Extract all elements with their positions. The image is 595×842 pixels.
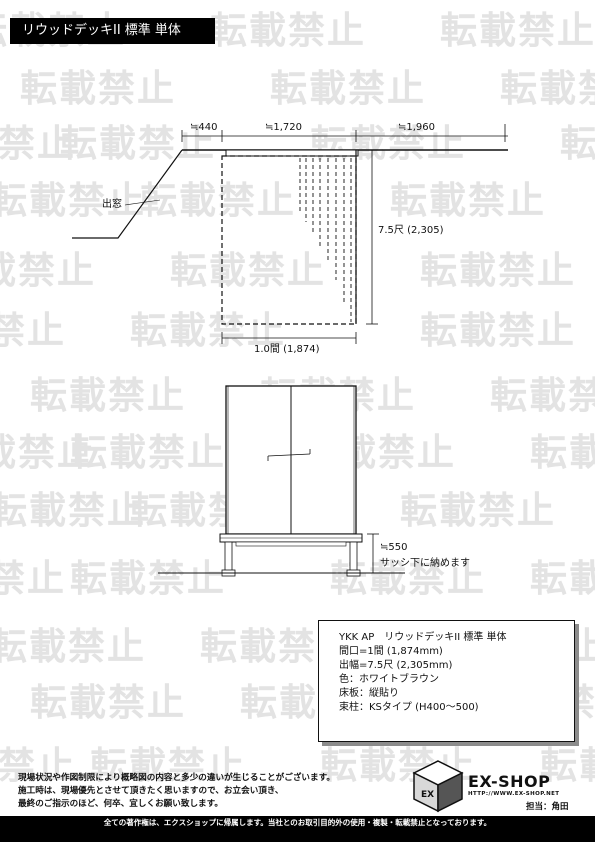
cube-letters: EX — [421, 790, 434, 800]
deck-post — [224, 541, 233, 573]
sash-rail — [225, 149, 359, 157]
spec-floorboard: 床板：縦貼り — [339, 688, 399, 699]
dimension-left: ≒440 — [190, 122, 217, 133]
spec-product: YKK AP リウッドデッキII 標準 単体 — [339, 632, 507, 643]
disclaimer: 現場状況や作図制限により概略図の内容と多少の違いが生じることがございます。 施工… — [18, 772, 408, 811]
bay-window-label: 出窓 — [102, 197, 122, 210]
bay-window-outline — [72, 149, 183, 239]
sash-note: サッシ下に納めます — [380, 556, 470, 569]
brand-name: EX-SHOP — [468, 772, 551, 791]
sliding-arrow-icon — [267, 453, 311, 457]
dimension-right: ≒1,960 — [398, 122, 435, 133]
plan-view: ≒440 ≒1,720 ≒1,960 出窓 7.5尺 (2,305 — [72, 122, 508, 355]
brand-area: EX EX-SHOP HTTP://WWW.EX-SHOP.NET 担当：角田 — [410, 757, 590, 815]
brand-url: HTTP://WWW.EX-SHOP.NET — [468, 791, 560, 797]
disclaimer-line: 最終のご指示のほど、何卒、宜しくお願い致します。 — [18, 799, 223, 809]
dimension-middle: ≒1,720 — [265, 122, 302, 133]
cube-logo-icon: EX — [412, 760, 464, 813]
staff-name: 担当：角田 — [526, 802, 569, 812]
spec-post: 束柱：KSタイプ (H400～500) — [339, 702, 479, 713]
bay-window-leader — [124, 199, 161, 206]
spec-depth: 出幅=7.5尺 (2,305mm) — [339, 660, 453, 671]
spec-color: 色：ホワイトブラウン — [339, 674, 439, 685]
depth-label: 7.5尺 (2,305) — [378, 224, 444, 236]
disclaimer-line: 施工時は、現場優先とさせて頂きたく思いますので、お立会い頂き、 — [18, 786, 284, 796]
spec-width: 間口=1間 (1,874mm) — [339, 646, 443, 657]
deck-beam — [235, 541, 347, 547]
width-label: 1.0間 (1,874) — [254, 343, 320, 355]
elevation-view: ≒550 サッシ下に納めます — [158, 385, 470, 577]
deck-boards — [299, 158, 352, 322]
page-title: リウッドデッキII 標準 単体 — [10, 18, 215, 44]
spec-box: YKK AP リウッドデッキII 標準 単体 間口=1間 (1,874mm) 出… — [318, 620, 575, 742]
height-label: ≒550 — [380, 542, 407, 553]
disclaimer-line: 現場状況や作図制限により概略図の内容と多少の違いが生じることがございます。 — [18, 773, 335, 783]
deck-post — [349, 541, 358, 573]
copyright-footer: 全ての著作権は、エクスショップに帰属します。当社とのお取引目的外の使用・複製・転… — [0, 816, 595, 842]
